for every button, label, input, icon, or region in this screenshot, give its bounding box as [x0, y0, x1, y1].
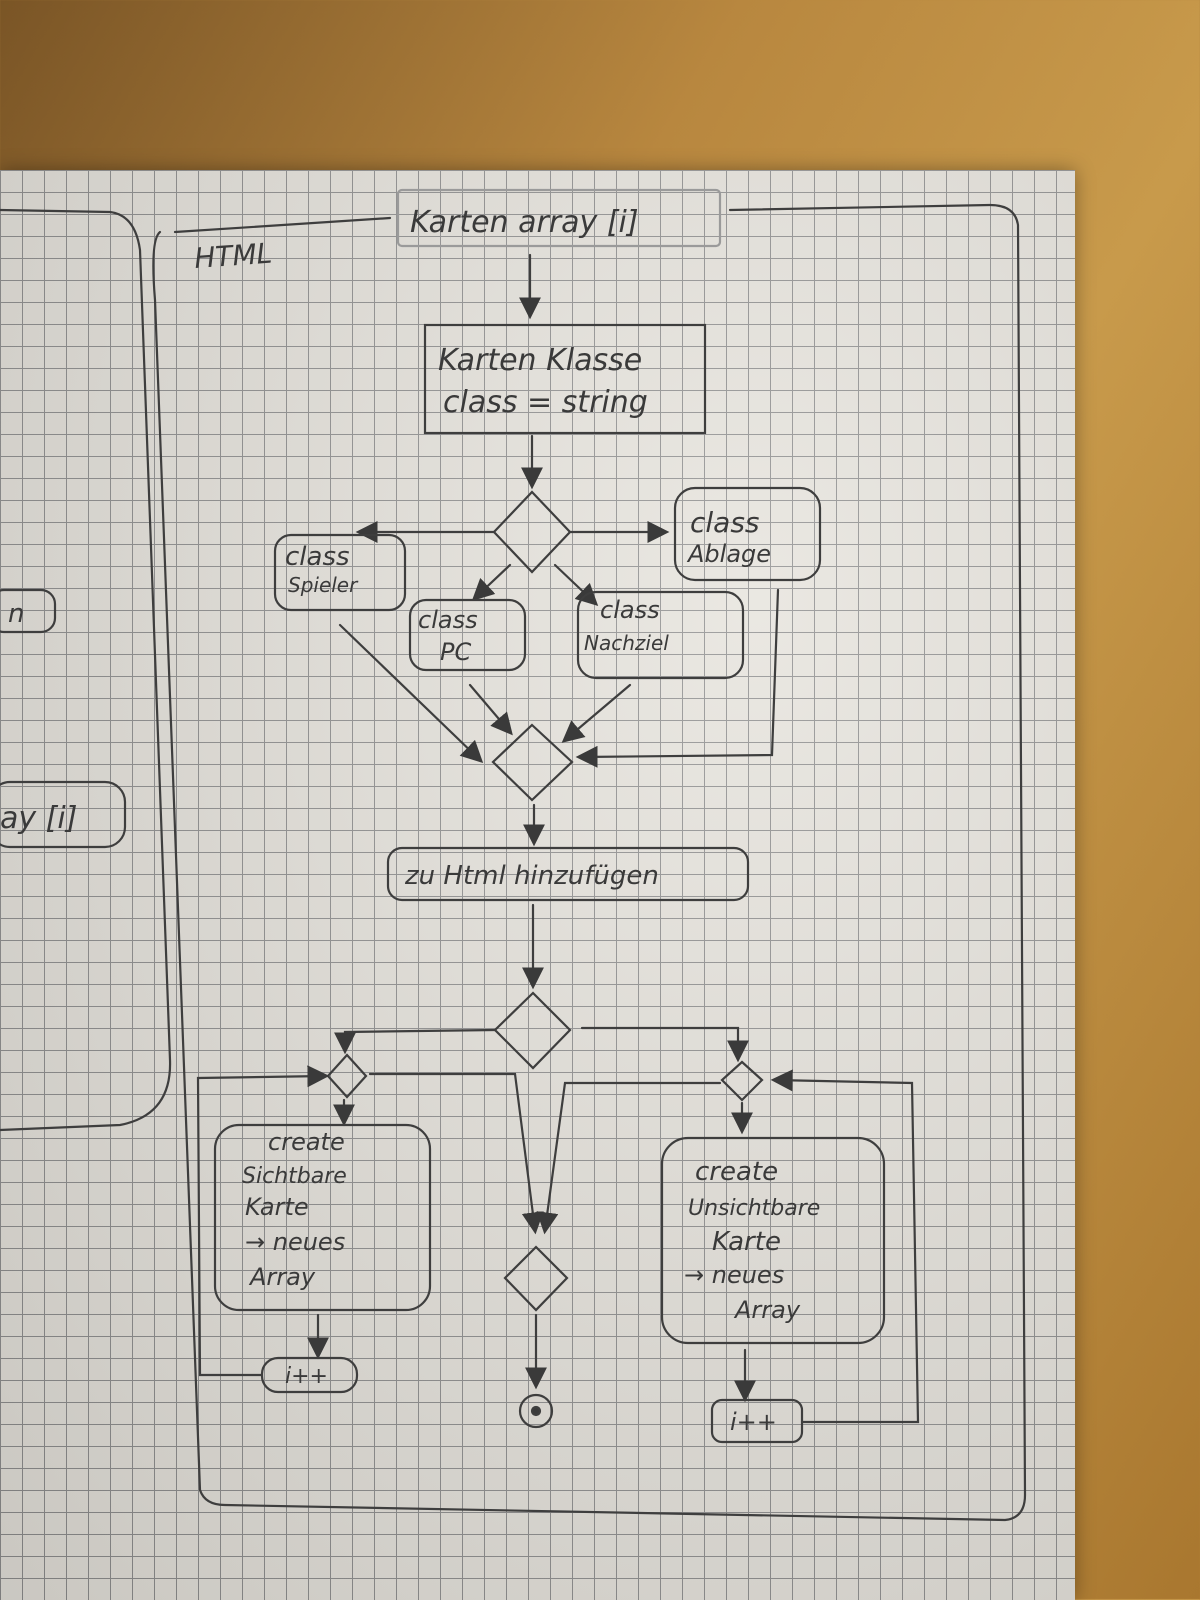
pc-line-2: PC: [440, 638, 471, 666]
left-action-line-1: create: [268, 1128, 345, 1156]
left-loop-diamond: [326, 1053, 368, 1099]
html-frame: [152, 203, 1027, 1522]
grid-paper-sheet: [0, 170, 1075, 1600]
right-increment-label: i++: [730, 1408, 777, 1436]
class-spieler-box: [273, 533, 407, 612]
right-action-line-5: Array: [733, 1296, 801, 1324]
class-box-line-2: class = string: [443, 385, 648, 420]
class-box: [423, 323, 707, 435]
end-node-inner: [530, 1405, 542, 1417]
ablage-line-2: Ablage: [686, 540, 771, 568]
left-action-line-5: Array: [248, 1263, 316, 1291]
left-panel-outline: [0, 208, 172, 1132]
end-node-outer: [518, 1393, 554, 1429]
right-action-line-1: create: [695, 1157, 778, 1187]
merge-2: [503, 1245, 569, 1312]
start-node-box: [396, 188, 722, 248]
left-fragment-1: n: [8, 599, 24, 629]
left-action-line-4: → neues: [245, 1228, 345, 1256]
left-action-box: [213, 1123, 432, 1312]
left-action-line-2: Sichtbare: [242, 1164, 347, 1189]
left-fragment-box-2: [0, 780, 127, 849]
nachziehen-line-1: class: [600, 596, 660, 624]
right-action-line-2: Unsichtbare: [688, 1196, 820, 1221]
left-fragment-2: ay [i]: [0, 801, 77, 836]
class-pc-box: [408, 598, 527, 672]
right-loop-diamond: [720, 1060, 764, 1102]
left-fragment-box-1: [0, 588, 57, 634]
frame-label: HTML: [193, 237, 273, 275]
spieler-line-1: class: [285, 542, 350, 572]
start-node-label: Karten array [i]: [410, 205, 639, 240]
pc-line-1: class: [418, 606, 478, 634]
decision-1: [492, 490, 572, 574]
left-action-line-3: Karte: [245, 1193, 309, 1221]
decision-2: [493, 991, 572, 1070]
spieler-line-2: Spieler: [288, 573, 359, 597]
right-action-line-3: Karte: [712, 1227, 781, 1257]
nachziehen-line-2: Nachziel: [584, 631, 669, 655]
append-action-label: zu Html hinzufügen: [404, 861, 659, 891]
append-action-box: [386, 846, 750, 902]
ablage-line-1: class: [690, 506, 760, 539]
class-ablage-box: [673, 486, 822, 582]
class-nachziehen-box: [576, 590, 745, 680]
right-action-line-4: → neues: [684, 1261, 784, 1289]
merge-1: [491, 723, 574, 802]
class-box-line-1: Karten Klasse: [438, 343, 642, 378]
right-action-box: [660, 1136, 886, 1345]
left-increment-label: i++: [285, 1364, 328, 1389]
